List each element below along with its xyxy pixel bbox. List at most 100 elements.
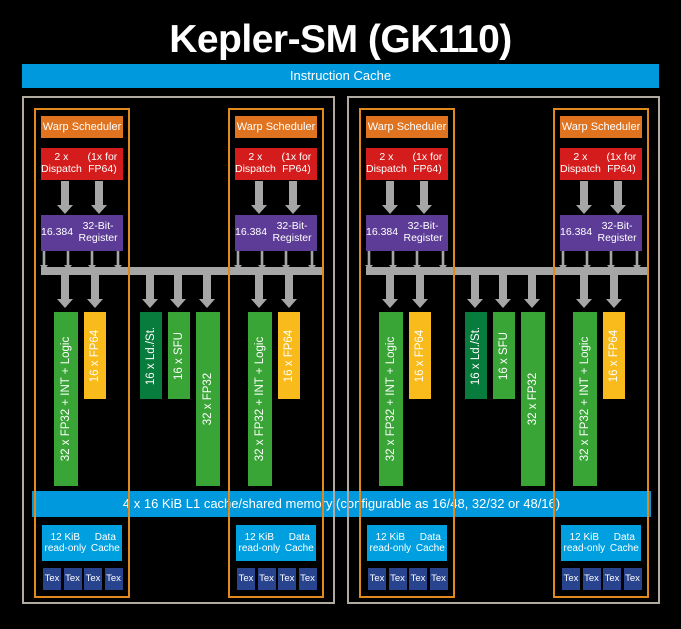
block-2-quad-1-dispatch-arrow-1 — [382, 181, 398, 214]
block-1-ldst-unit-label: 16 x Ld./St. — [145, 326, 157, 385]
block-1-ldst-unit: 16 x Ld./St. — [140, 312, 162, 399]
block-2-quad-1-unit-arrow-2 — [412, 275, 428, 308]
block-2-quad-2-tex-unit-4: Tex — [623, 568, 642, 590]
block-2-quad-2-border — [553, 108, 649, 598]
processing-block-1 — [22, 96, 335, 604]
block-1-quad-2-bus-arrow-4 — [308, 251, 316, 270]
block-1-ldst-arrow — [142, 275, 158, 308]
block-2-ldst-unit: 16 x Ld./St. — [465, 312, 487, 399]
processing-block-2 — [347, 96, 660, 604]
block-2-quad-1-tex-unit-2: Tex — [388, 568, 407, 590]
block-1-quad-2-border — [228, 108, 324, 598]
block-1-quad-2-dispatch-arrow-1 — [251, 181, 267, 214]
block-2-quad-2-tex-unit-2: Tex — [582, 568, 601, 590]
block-2-sfu-unit: 16 x SFU — [493, 312, 515, 399]
block-1-quad-2-warp-scheduler: Warp Scheduler — [235, 116, 317, 138]
text-line: 12 KiB read-only — [369, 532, 412, 554]
text-line: 32-Bit-Register — [403, 220, 443, 244]
text-line: 12 KiB read-only — [44, 532, 87, 554]
block-2-fp32-unit-label: 32 x FP32 — [527, 372, 540, 426]
block-2-quad-2-warp-scheduler: Warp Scheduler — [560, 116, 642, 138]
block-2-quad-2-unit-arrow-1 — [576, 275, 592, 308]
text-line: 12 KiB read-only — [563, 532, 606, 554]
text-line: Data Cache — [90, 532, 120, 554]
block-2-quad-2-dispatch-arrow-2 — [610, 181, 626, 214]
block-2-quad-1-bus-arrow-3 — [413, 251, 421, 270]
block-2-quad-1-tex-unit-4: Tex — [429, 568, 448, 590]
block-1-quad-2-unit-arrow-1 — [251, 275, 267, 308]
text-line: (1x for FP64) — [606, 151, 637, 175]
block-2-quad-1-bus-arrow-1 — [365, 251, 373, 270]
block-2-quad-2-fp32-int-logic: 32 x FP32 + INT + Logic — [573, 312, 597, 486]
block-1-quad-1-border — [34, 108, 130, 598]
block-1-quad-1-dispatch-arrow-1 — [57, 181, 73, 214]
block-2-sfu-unit-label: 16 x SFU — [498, 331, 510, 380]
block-1-sfu-arrow — [170, 275, 186, 308]
block-1-quad-2-tex-unit-3: Tex — [278, 568, 296, 590]
text-line: Data Cache — [284, 532, 314, 554]
text-line: 32-Bit-Register — [78, 220, 118, 244]
block-2-quad-2-fp64-unit: 16 x FP64 — [603, 312, 625, 399]
block-1-quad-2-tex-unit-2: Tex — [257, 568, 276, 590]
text-line: 2 x Dispatch — [235, 151, 276, 175]
block-2-quad-2-bus-arrow-3 — [607, 251, 615, 270]
block-1-quad-2-tex-unit-1: Tex — [237, 568, 255, 590]
block-2-quad-1-bus-arrow-4 — [439, 251, 447, 270]
block-1-sfu-unit-label: 16 x SFU — [173, 331, 185, 380]
block-1-quad-1-unit-arrow-1 — [57, 275, 73, 308]
block-1-quad-2-fp64-unit-label: 16 x FP64 — [283, 329, 296, 382]
block-1-quad-1-dispatch-arrow-2 — [91, 181, 107, 214]
text-line: 16.384 — [235, 226, 268, 239]
block-1-fp32-unit: 32 x FP32 — [196, 312, 220, 486]
text-line: 2 x Dispatch — [41, 151, 82, 175]
block-2-quad-2-bus-arrow-1 — [559, 251, 567, 270]
block-1-quad-2-fp64-unit: 16 x FP64 — [278, 312, 300, 399]
block-2-quad-1-fp64-unit-label: 16 x FP64 — [414, 329, 427, 382]
text-line: (1x for FP64) — [412, 151, 443, 175]
block-2-quad-2-tex-unit-1: Tex — [562, 568, 580, 590]
block-1-fp32-arrow — [199, 275, 215, 308]
block-1-quad-1-tex-unit-3: Tex — [84, 568, 102, 590]
text-line: 32-Bit-Register — [597, 220, 637, 244]
block-2-quad-1-warp-scheduler: Warp Scheduler — [366, 116, 448, 138]
block-2-quad-2-register-file: 16.384 32-Bit-Register — [560, 215, 642, 251]
text-line: 16.384 — [560, 226, 593, 239]
text-line: 2 x Dispatch — [366, 151, 407, 175]
text-line: 2 x Dispatch — [560, 151, 601, 175]
block-2-quad-1-border — [359, 108, 455, 598]
block-2-ldst-unit-label: 16 x Ld./St. — [470, 326, 482, 385]
block-1-quad-1-bus-arrow-1 — [40, 251, 48, 270]
block-1-dispatch-bus — [41, 267, 323, 275]
block-2-quad-2-fp64-unit-label: 16 x FP64 — [608, 329, 621, 382]
text-line: (1x for FP64) — [87, 151, 118, 175]
block-2-quad-2-unit-arrow-2 — [606, 275, 622, 308]
block-2-ldst-arrow — [467, 275, 483, 308]
block-1-quad-1-fp64-unit-label: 16 x FP64 — [89, 329, 102, 382]
block-1-quad-2-fp32-int-logic: 32 x FP32 + INT + Logic — [248, 312, 272, 486]
block-1-quad-1-tex-unit-1: Tex — [43, 568, 61, 590]
block-1-quad-1-fp64-unit: 16 x FP64 — [84, 312, 106, 399]
block-2-quad-1-tex-unit-3: Tex — [409, 568, 427, 590]
block-2-quad-2-bus-arrow-2 — [583, 251, 591, 270]
block-1-quad-1-unit-arrow-2 — [87, 275, 103, 308]
block-2-quad-1-fp32-int-logic: 32 x FP32 + INT + Logic — [379, 312, 403, 486]
block-1-quad-2-fp32-int-logic-label: 32 x FP32 + INT + Logic — [254, 336, 267, 462]
text-line: (1x for FP64) — [281, 151, 312, 175]
text-line: 12 KiB read-only — [238, 532, 281, 554]
block-1-quad-1-dispatch-unit: 2 x Dispatch(1x for FP64) — [41, 148, 123, 180]
block-2-quad-2-fp32-int-logic-label: 32 x FP32 + INT + Logic — [579, 336, 592, 462]
block-1-quad-2-unit-arrow-2 — [281, 275, 297, 308]
block-2-sfu-arrow — [495, 275, 511, 308]
block-1-quad-1-fp32-int-logic: 32 x FP32 + INT + Logic — [54, 312, 78, 486]
block-1-quad-1-bus-arrow-3 — [88, 251, 96, 270]
block-1-quad-1-fp32-int-logic-label: 32 x FP32 + INT + Logic — [60, 336, 73, 462]
text-line: 16.384 — [366, 226, 399, 239]
block-1-quad-2-bus-arrow-1 — [234, 251, 242, 270]
block-1-quad-2-tex-unit-4: Tex — [298, 568, 317, 590]
